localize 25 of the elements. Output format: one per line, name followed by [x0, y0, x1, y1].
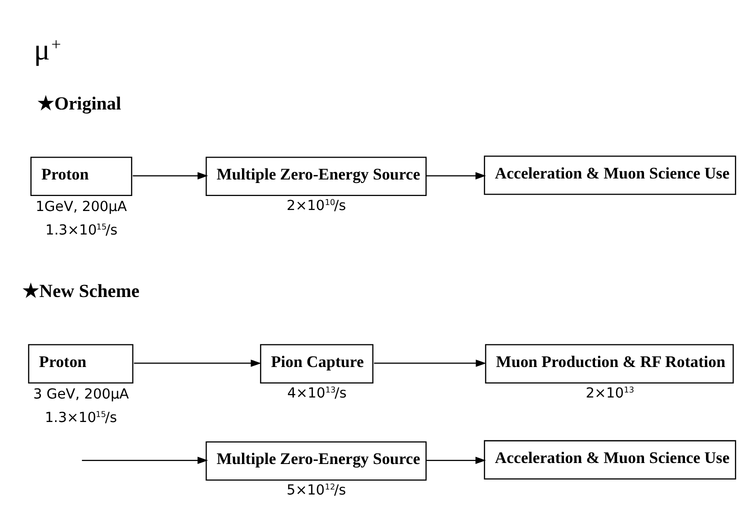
arrow — [426, 456, 486, 464]
node-label: 4×10$^{13}$/s — [287, 384, 347, 402]
label: ★Original — [37, 94, 122, 115]
node-box: Proton — [28, 344, 134, 384]
node-box: Multiple Zero-Energy Source — [206, 156, 427, 196]
node-box: Acceleration & Muon Science Use — [484, 440, 736, 480]
diagram-title: μ$^{+}$ — [34, 32, 62, 66]
node-label: 2×10$^{10}$/s — [286, 197, 346, 214]
node-label: 5×10$^{12}$/s — [286, 482, 346, 499]
node-box: Acceleration & Muon Science Use — [484, 156, 736, 195]
arrow — [426, 172, 486, 180]
arrow — [132, 172, 208, 180]
node-label: 3 GeV, 200μA — [33, 386, 129, 403]
node-label: 1GeV, 200μA — [36, 199, 127, 216]
node-box: Multiple Zero-Energy Source — [206, 441, 427, 481]
label: ★New Scheme — [22, 282, 140, 302]
node-label: 2×10$^{13}$ — [586, 384, 634, 402]
arrow — [374, 360, 486, 367]
node-box: Proton — [30, 156, 132, 196]
node-label: 1.3×10$^{15}$/s — [45, 221, 118, 238]
arrow — [82, 456, 208, 464]
arrow — [134, 360, 262, 367]
node-box: Pion Capture — [260, 344, 374, 384]
node-label: 1.3×10$^{15}$/s — [44, 408, 117, 426]
node-box: Muon Production & RF Rotation — [485, 344, 734, 384]
